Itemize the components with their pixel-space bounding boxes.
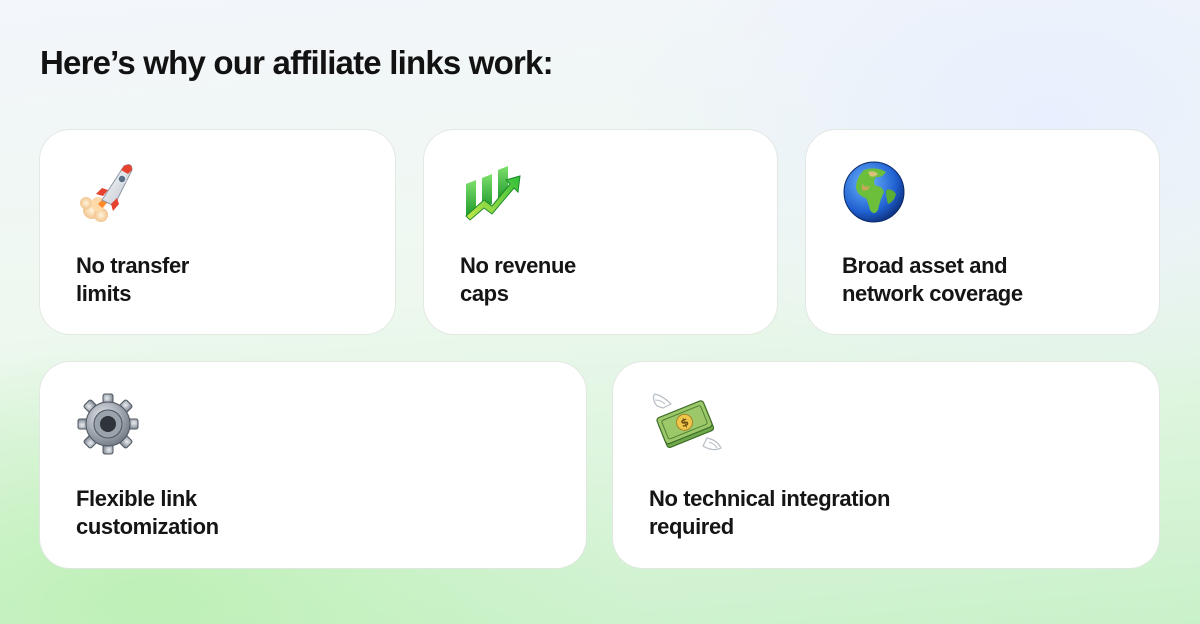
feature-label: Broad asset and network coverage: [842, 253, 1023, 306]
feature-label: No revenue caps: [460, 253, 576, 306]
feature-card-coverage: Broad asset and network coverage: [806, 130, 1159, 334]
globe-icon: [842, 160, 906, 224]
feature-label: No transfer limits: [76, 253, 189, 306]
feature-card-revenue-caps: No revenue caps: [424, 130, 777, 334]
money-with-wings-icon: $: [649, 392, 723, 456]
feature-label: No technical integration required: [649, 486, 890, 539]
svg-text:$: $: [679, 415, 691, 430]
page-title: Here’s why our affiliate links work:: [40, 44, 554, 81]
feature-label: Flexible link customization: [76, 486, 219, 539]
feature-card-link-customization: Flexible link customization: [40, 362, 586, 568]
chart-increasing-icon: [460, 160, 524, 224]
feature-card-transfer-limits: No transfer limits: [40, 130, 395, 334]
gear-icon: [76, 392, 140, 456]
feature-card-no-integration: $ No technical integration required: [613, 362, 1159, 568]
rocket-icon: [76, 160, 140, 224]
